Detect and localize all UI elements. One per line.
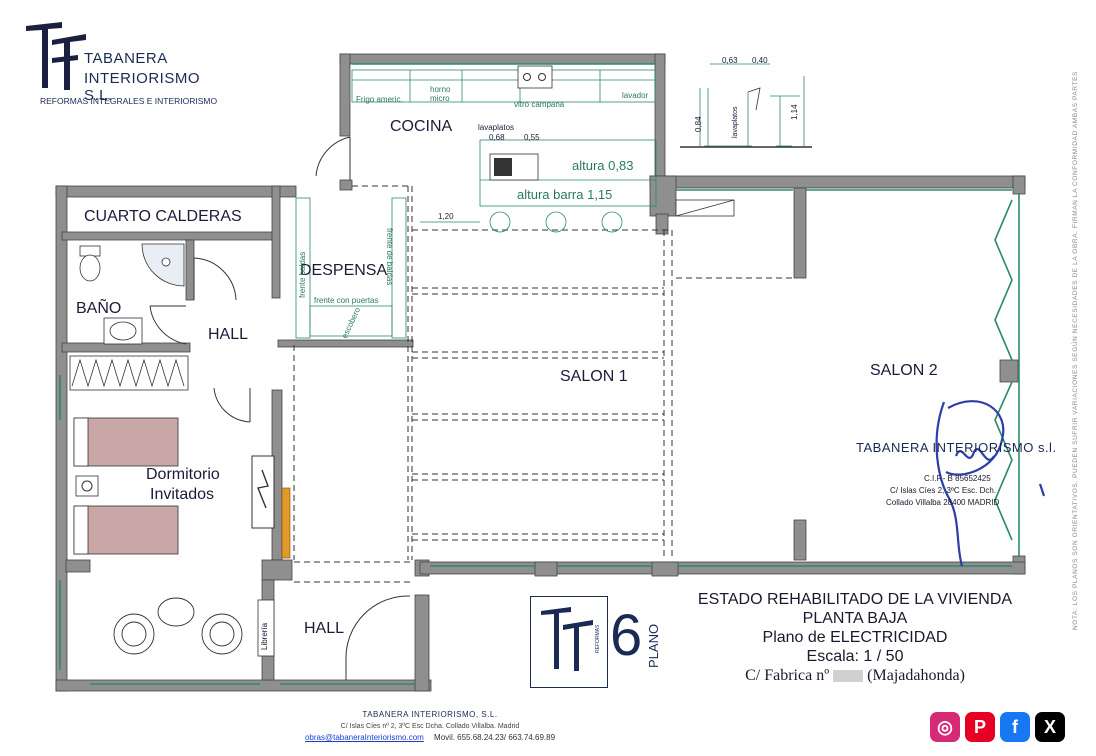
room-label-bano: BAÑO bbox=[76, 300, 122, 317]
detail-dim-063: 0,63 bbox=[722, 56, 738, 65]
tv-unit-icon bbox=[257, 469, 269, 509]
label-libreria: Librería bbox=[260, 622, 269, 650]
plan-number-block: REFORMAS 6 PLANO bbox=[530, 596, 670, 690]
title-line3: Plano de ELECTRICIDAD bbox=[762, 629, 948, 646]
logo-line2: INTERIORISMO S.L. bbox=[84, 70, 201, 104]
detail-lavaplatos: lavaplatos bbox=[732, 106, 739, 138]
armchairs bbox=[113, 597, 243, 655]
label-frente-puertas: frente con puertas bbox=[314, 296, 379, 305]
dashed-lines bbox=[293, 185, 796, 583]
room-label-cuarto-calderas: CUARTO CALDERAS bbox=[84, 208, 242, 225]
bookshelf bbox=[257, 599, 275, 657]
hob-burner bbox=[523, 73, 531, 81]
side-note: NOTA: LOS PLANOS SON ORIENTATIVOS, PUEDE… bbox=[1072, 71, 1079, 630]
room-label-hall-1: HALL bbox=[208, 326, 249, 343]
detail-dim-114: 1,14 bbox=[790, 104, 799, 120]
label-horno: horno bbox=[430, 85, 451, 94]
plan-word: PLANO bbox=[646, 623, 661, 668]
walls bbox=[55, 53, 1026, 692]
plan-logo-caption: REFORMAS bbox=[595, 624, 601, 653]
room-label-despensa: DESPENSA bbox=[300, 262, 388, 279]
detail-elevation bbox=[699, 63, 805, 147]
title-line2: PLANTA BAJA bbox=[802, 610, 908, 627]
x-icon[interactable]: X bbox=[1035, 712, 1065, 742]
footer-contact: obras@tabaneraInteriorismo.com Movil. 65… bbox=[200, 733, 660, 742]
title-line5-prefix: C/ Fabrica nº bbox=[745, 667, 830, 684]
hall-niche-line bbox=[675, 199, 735, 217]
pinterest-icon[interactable]: P bbox=[965, 712, 995, 742]
label-lavaplatos: lavaplatos bbox=[478, 123, 515, 132]
logo-line1: TABANERA bbox=[84, 50, 168, 67]
title-line5-suffix: (Majadahonda) bbox=[867, 667, 965, 684]
detail-flap bbox=[747, 87, 761, 111]
title-line4: Escala: 1 / 50 bbox=[806, 648, 904, 665]
detail-dim-084: 0,84 bbox=[694, 116, 703, 132]
label-altura-barra: altura barra 1,15 bbox=[517, 187, 613, 202]
room-label-dormitorio-1: Dormitorio bbox=[146, 466, 220, 483]
company-stamp: TABANERA INTERIORISMO s.l. C.I.F.- B 856… bbox=[856, 440, 1056, 510]
room-label-salon-1: SALON 1 bbox=[560, 368, 628, 385]
label-vitro: vitro campana bbox=[514, 100, 565, 109]
title-line1: ESTADO REHABILITADO DE LA VIVIENDA bbox=[697, 591, 1013, 608]
tf-logo-mark bbox=[26, 22, 86, 90]
footer-email-link[interactable]: obras@tabaneraInteriorismo.com bbox=[304, 733, 424, 742]
footer-phones: Movil. 655.68.24.23/ 663.74.69.89 bbox=[434, 733, 556, 742]
beds bbox=[73, 417, 179, 555]
stamp-address1: C/ Islas Cíes 2, 3ºC Esc. Dch. bbox=[890, 486, 997, 495]
footer-address: C/ Islas Cíes nº 2, 3ºC Esc Dcha. Collad… bbox=[340, 723, 520, 730]
room-label-salon-2: SALON 2 bbox=[870, 362, 938, 379]
plan-number: 6 bbox=[610, 603, 643, 668]
label-dim-068: 0,68 bbox=[489, 133, 505, 142]
hob-burner bbox=[538, 73, 546, 81]
wardrobe bbox=[71, 358, 185, 388]
bathroom-fixtures bbox=[79, 243, 185, 345]
pantry-shelves bbox=[295, 197, 407, 339]
wardrobe-frame bbox=[69, 355, 189, 391]
redacted-number bbox=[833, 670, 864, 683]
label-dim-055: 0,55 bbox=[524, 133, 540, 142]
label-frente-baldas: frente baldas bbox=[298, 251, 307, 298]
title-block: ESTADO REHABILITADO DE LA VIVIENDA PLANT… bbox=[672, 590, 1038, 686]
stamp-cif: C.I.F.- B 85652425 bbox=[924, 474, 991, 483]
plan-logo-mark bbox=[541, 607, 593, 671]
stamp-name: TABANERA INTERIORISMO s.l. bbox=[856, 440, 1057, 455]
logo-tagline: REFORMAS INTEGRALES E INTERIORISMO bbox=[40, 96, 218, 106]
footer: TABANERA INTERIORISMO, S.L. C/ Islas Cíe… bbox=[200, 710, 660, 742]
room-label-hall-2: HALL bbox=[304, 620, 345, 637]
room-label-cocina: COCINA bbox=[390, 118, 453, 135]
room-label-dormitorio-2: Invitados bbox=[150, 486, 215, 503]
plan-logo-box: REFORMAS bbox=[530, 596, 608, 688]
doors bbox=[149, 136, 411, 680]
label-micro: micro bbox=[430, 94, 450, 103]
tv-unit bbox=[251, 455, 275, 529]
label-frente-de-baldas: frente de baldas bbox=[385, 228, 394, 286]
title-line5: C/ Fabrica nº (Majadahonda) bbox=[672, 666, 1038, 686]
footer-company: TABANERA INTERIORISMO, S.L. bbox=[362, 710, 498, 719]
company-logo: TABANERA INTERIORISMO S.L. REFORMAS INTE… bbox=[22, 18, 217, 112]
facebook-icon[interactable]: f bbox=[1000, 712, 1030, 742]
hob bbox=[517, 65, 553, 89]
signature bbox=[935, 400, 1046, 567]
label-frigo: Frigo americ. bbox=[356, 95, 403, 104]
label-altura-083: altura 0,83 bbox=[572, 158, 634, 173]
window-lines bbox=[59, 63, 1020, 685]
detail-dim-040: 0,40 bbox=[752, 56, 768, 65]
label-dim-120: 1,20 bbox=[438, 212, 454, 221]
instagram-icon[interactable]: ◎ bbox=[930, 712, 960, 742]
sliding-door bbox=[281, 487, 291, 559]
stamp-address2: Collado Villalba 28400 MADRID bbox=[886, 498, 1000, 507]
label-lavador: lavador bbox=[622, 91, 649, 100]
sink-basin bbox=[494, 158, 512, 176]
